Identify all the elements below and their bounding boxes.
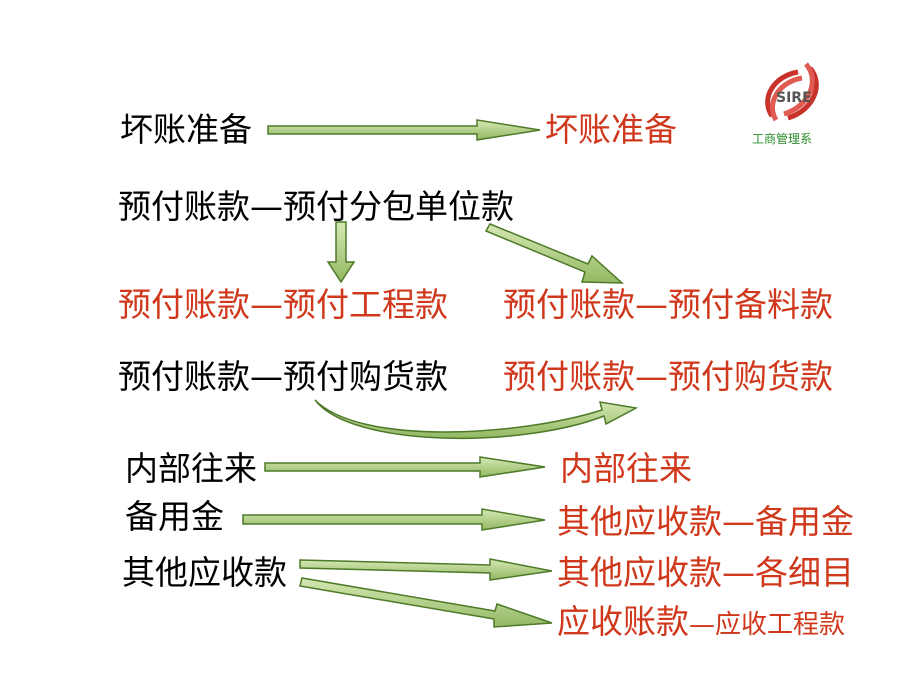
label-new-prepaid-engineering: 预付账款—预付工程款: [118, 285, 448, 324]
arrow-curve-purchase: [314, 399, 639, 440]
arrow-bad-debt: [267, 119, 541, 141]
label-new-other-receivable-petty-cash: 其他应收款—备用金: [557, 502, 854, 541]
accounts-receivable-sub: —应收工程款: [689, 610, 846, 640]
label-old-bad-debt: 坏账准备: [120, 110, 252, 149]
arrow-internal: [264, 456, 546, 478]
arrow-down-engineering: [326, 221, 356, 284]
label-old-internal: 内部往来: [125, 449, 257, 488]
label-new-accounts-receivable: 应收账款—应收工程款: [557, 605, 845, 638]
label-old-other-receivables: 其他应收款: [122, 553, 287, 592]
arrow-other-receivables: [299, 558, 553, 581]
label-new-prepaid-material: 预付账款—预付备料款: [503, 285, 833, 324]
label-new-prepaid-purchase: 预付账款—预付购货款: [503, 357, 833, 396]
label-new-bad-debt: 坏账准备: [545, 110, 677, 149]
accounts-receivable-main: 应收账款: [557, 602, 689, 641]
logo-caption: 工商管理系: [752, 132, 813, 146]
arrow-petty-cash: [242, 508, 546, 531]
label-new-other-receivables-detail: 其他应收款—各细目: [557, 553, 854, 592]
label-old-prepaid-purchase: 预付账款—预付购货款: [118, 357, 448, 396]
logo-letters: SIRE: [776, 90, 812, 106]
arrow-diag-material: [484, 223, 625, 284]
department-logo: SIRE: [752, 58, 832, 148]
label-old-prepaid-subcontract: 预付账款—预付分包单位款: [118, 187, 514, 226]
label-old-petty-cash: 备用金: [125, 497, 224, 536]
arrow-accounts-receivable: [299, 577, 553, 628]
label-new-internal: 内部往来: [560, 449, 692, 488]
